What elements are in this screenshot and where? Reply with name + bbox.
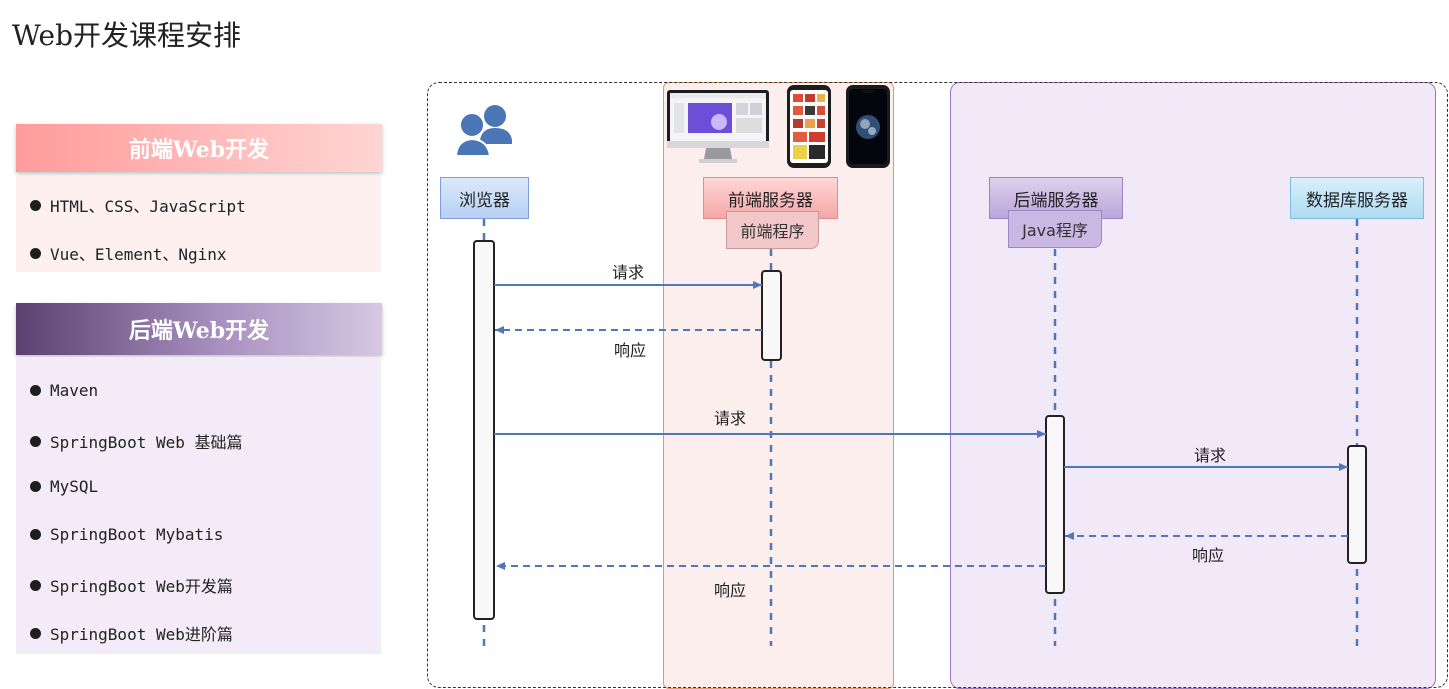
database-server-actor: 数据库服务器	[1290, 177, 1424, 219]
bullet-icon	[30, 579, 41, 591]
frontend-topic-list: HTML、CSS、JavaScript Vue、Element、Nginx	[16, 176, 381, 272]
java-program-tag: Java程序	[1008, 210, 1102, 248]
bullet-icon	[30, 247, 41, 259]
bullet-icon	[30, 435, 41, 447]
message-label: 请求	[612, 263, 645, 282]
list-item: Maven	[30, 381, 98, 400]
page-title: Web开发课程安排	[12, 19, 241, 52]
list-item: SpringBoot Web进阶篇	[30, 621, 233, 645]
message-label: 响应	[614, 341, 647, 360]
list-item: SpringBoot Web开发篇	[30, 573, 233, 597]
message-label: 响应	[714, 581, 747, 600]
frontend-activation	[761, 270, 782, 361]
browser-activation	[473, 240, 495, 620]
bullet-icon	[30, 199, 41, 211]
backend-topic-list: Maven SpringBoot Web 基础篇 MySQL SpringBoo…	[16, 357, 381, 654]
browser-actor: 浏览器	[440, 177, 529, 219]
users-icon	[454, 105, 512, 157]
list-item: Vue、Element、Nginx	[30, 241, 227, 265]
bullet-icon	[30, 385, 41, 396]
backend-section-heading: 后端Web开发	[16, 303, 382, 355]
bullet-icon	[30, 627, 41, 639]
backend-activation	[1045, 415, 1065, 594]
list-item: SpringBoot Web 基础篇	[30, 429, 243, 453]
mobile-phone-icon	[846, 85, 890, 168]
mobile-phone-icon	[787, 85, 831, 168]
message-label: 响应	[1192, 546, 1225, 565]
list-item: MySQL	[30, 477, 98, 496]
frontend-program-tag: 前端程序	[726, 211, 819, 249]
frontend-section-heading: 前端Web开发	[16, 124, 382, 172]
db-activation	[1347, 445, 1367, 564]
bullet-icon	[30, 481, 41, 492]
list-item: SpringBoot Mybatis	[30, 525, 223, 544]
message-label: 请求	[714, 409, 747, 428]
message-label: 请求	[1194, 446, 1227, 465]
desktop-monitor-icon	[667, 90, 769, 163]
list-item: HTML、CSS、JavaScript	[30, 193, 246, 217]
architecture-frame	[427, 82, 1448, 688]
bullet-icon	[30, 529, 41, 540]
